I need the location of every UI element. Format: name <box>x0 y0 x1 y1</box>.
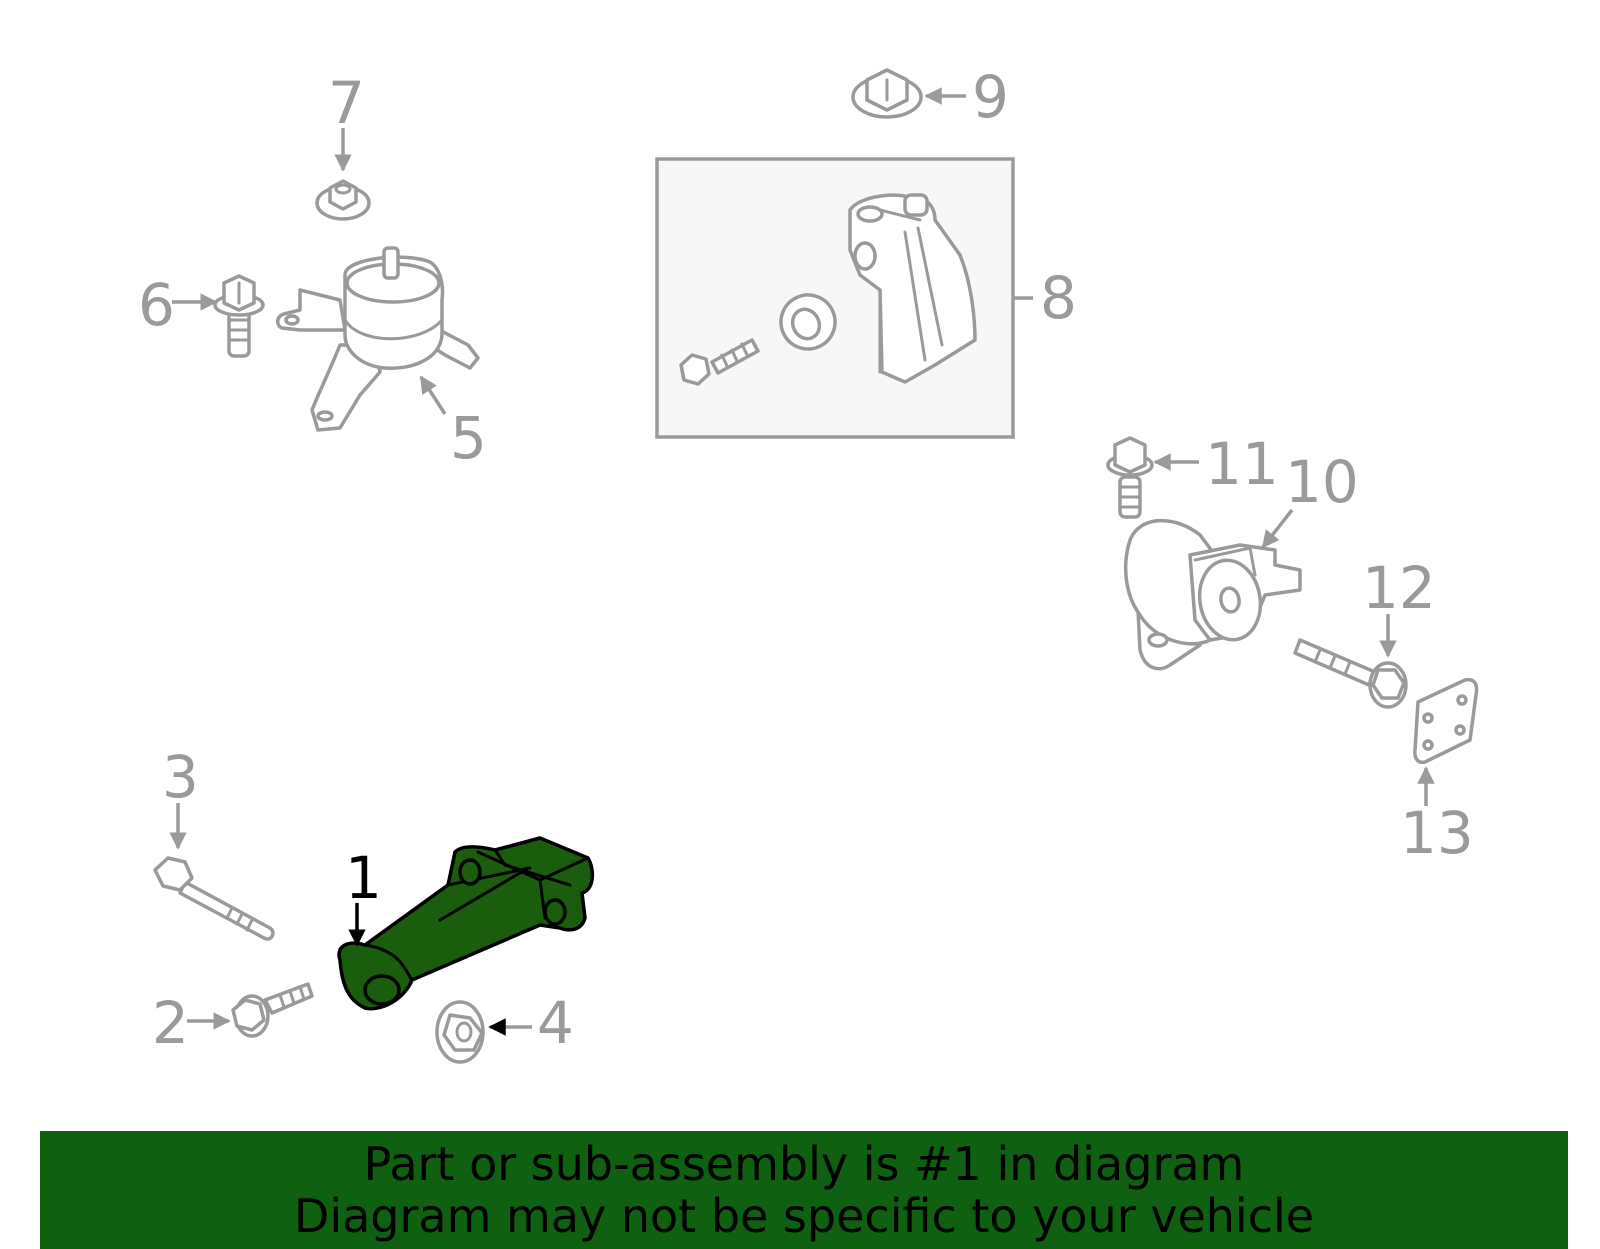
callout-6[interactable]: 6 <box>138 271 175 339</box>
callout-4[interactable]: 4 <box>537 989 574 1057</box>
part-8-bracket-kit[interactable] <box>655 157 1015 439</box>
part-1-torque-rod[interactable] <box>337 836 595 1011</box>
part-9-nut[interactable] <box>851 68 923 119</box>
callout-12[interactable]: 12 <box>1362 554 1436 622</box>
callout-9[interactable]: 9 <box>972 63 1009 131</box>
leader-5 <box>419 375 447 415</box>
callout-5[interactable]: 5 <box>450 404 487 472</box>
banner-line-2: Diagram may not be specific to your vehi… <box>293 1189 1315 1243</box>
callout-2[interactable]: 2 <box>152 989 189 1057</box>
callout-8[interactable]: 8 <box>1040 264 1077 332</box>
part-13-plate[interactable] <box>1413 677 1479 765</box>
leader-10 <box>1261 508 1294 549</box>
callout-3[interactable]: 3 <box>162 743 199 811</box>
kit-bushing <box>779 293 837 351</box>
part-11-bolt[interactable] <box>1106 436 1154 519</box>
kit-bracket <box>848 193 977 384</box>
part-6-bolt[interactable] <box>213 274 265 358</box>
callout-1[interactable]: 1 <box>345 844 382 912</box>
kit-bolt <box>679 338 760 386</box>
kit-box <box>655 157 1015 439</box>
callout-7[interactable]: 7 <box>328 69 365 137</box>
part-12-bolt[interactable] <box>1293 638 1408 709</box>
part-2-bolt[interactable] <box>231 982 314 1038</box>
notice-banner: Part or sub-assembly is #1 in diagram Di… <box>40 1131 1568 1249</box>
part-10-transmission-mount[interactable] <box>1123 518 1302 671</box>
part-3-bolt[interactable] <box>153 856 275 941</box>
callout-10[interactable]: 10 <box>1285 448 1359 516</box>
banner-line-1: Part or sub-assembly is #1 in diagram <box>363 1137 1245 1191</box>
part-5-engine-mount[interactable] <box>276 246 480 432</box>
part-7-nut[interactable] <box>315 179 371 221</box>
callout-11[interactable]: 11 <box>1205 430 1279 498</box>
callout-13[interactable]: 13 <box>1400 799 1474 867</box>
part-4-nut[interactable] <box>435 1000 485 1064</box>
